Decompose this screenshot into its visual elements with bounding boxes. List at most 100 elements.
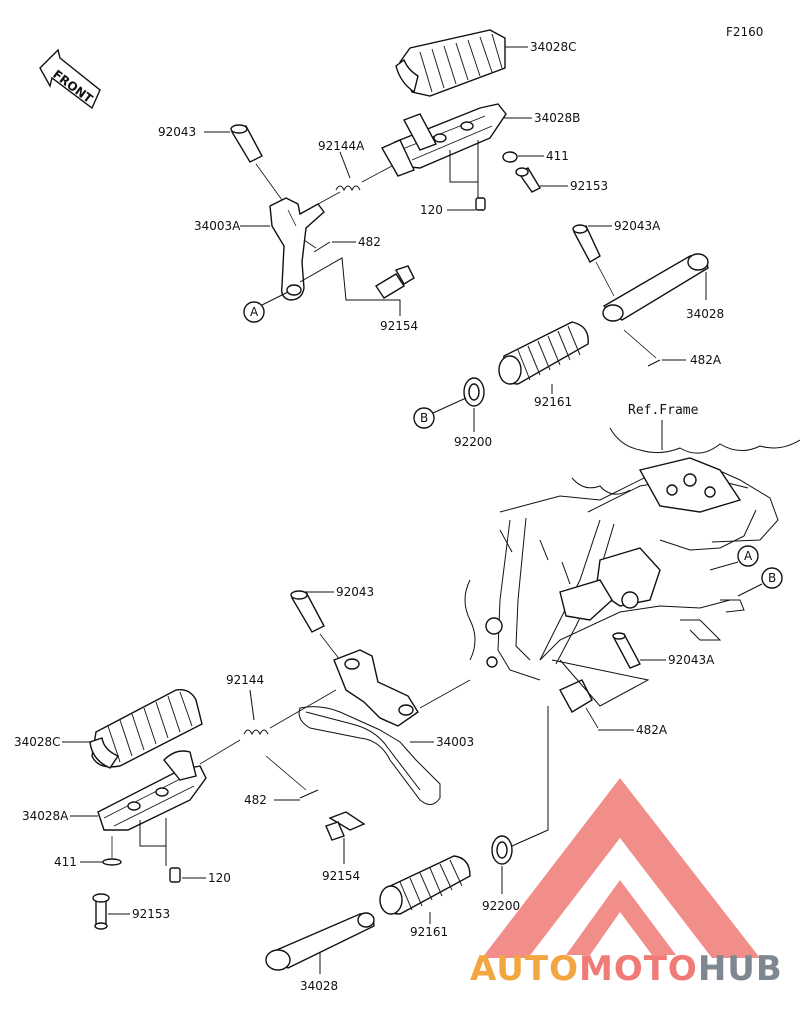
leader-482A-bottom-triangle [551,659,650,707]
washer-92200-bottom [491,835,513,865]
footpeg-bracket-34028A [97,750,207,831]
cotter-pin-482A-top [647,359,661,367]
leader-92144A [339,151,351,179]
label-34028C-bottom: 34028C [14,735,61,749]
axis-92043A-top [595,261,615,297]
leader-A-right [709,561,739,571]
label-92153-bottom: 92153 [132,907,170,921]
cotter-pin-482-top [313,241,331,253]
stay-bracket-34003 [298,649,441,805]
label-120-bottom: 120 [208,871,231,885]
pin-92043A-top [572,224,601,263]
label-34028A: 34028A [22,809,69,823]
axis-482A-bottom [585,707,599,729]
pin-92043-bottom [290,590,325,633]
label-482A-bottom: 482A [636,723,668,737]
svg-text:A: A [250,305,259,319]
bracket-arm-34003A [269,197,325,301]
label-120-top: 120 [420,203,443,217]
bolt-92153-bottom [92,893,110,930]
leader-120-top-bracket [449,140,479,198]
label-411-bottom: 411 [54,855,77,869]
axis-34003 [419,679,471,709]
spring-92144 [243,729,269,736]
svg-text:AUTOMOTOHUB: AUTOMOTOHUB [470,949,783,989]
leader-B-right [737,583,763,597]
spring-92144A [335,185,361,192]
axis-spring-top-2 [361,165,393,183]
label-411-top: 411 [546,149,569,163]
axis-92043-bottom [319,633,341,661]
leader-B-left [432,397,467,414]
bolt-92154-bottom [325,811,366,841]
label-92144: 92144 [226,673,264,687]
pivot-bracket-frame [559,679,593,713]
axis-482-bottom [265,755,307,791]
label-92144A: 92144A [318,139,365,153]
callout-A-left: A [243,301,265,323]
leader-92144 [249,689,255,721]
footpeg-bracket-34028B [381,103,507,177]
peg-shaft-34028-top [602,253,709,322]
leader-A-left [261,291,289,306]
label-92043-bottom: 92043 [336,585,374,599]
rubber-grip-92161-bottom [379,855,471,915]
callout-B-left: B [413,407,435,429]
watermark-text-moto: MOTO [579,949,698,989]
pin-92043A-bottom [612,632,641,669]
axis-482A-top [623,329,657,359]
leader-120-bottom-bracket [139,818,167,866]
label-92161-bottom: 92161 [410,925,448,939]
svg-text:B: B [768,571,776,585]
label-92153-top: 92153 [570,179,608,193]
footpeg-rubber-34028C-top [395,29,506,97]
leader-92154-top-path [299,257,401,316]
motorcycle-frame [464,427,800,681]
label-34028B: 34028B [534,111,580,125]
label-92154-top: 92154 [380,319,418,333]
callout-B-right: B [761,567,783,589]
label-482A-top: 482A [690,353,722,367]
svg-text:A: A [744,549,753,563]
label-ref-frame: Ref.Frame [628,403,699,418]
svg-text:B: B [420,411,428,425]
washer-411-top [502,151,518,163]
label-34028-top: 34028 [686,307,724,321]
bolt-92153-top [515,167,541,193]
screw-120-bottom [169,867,181,883]
axis-spring-bottom [269,689,337,729]
cotter-pin-482-bottom [299,789,319,799]
washer-411-bottom [102,858,122,866]
label-92161-top: 92161 [534,395,572,409]
axis-482-top [303,239,317,249]
label-92043-top: 92043 [158,125,196,139]
label-92043A-top: 92043A [614,219,661,233]
axis-92043-top [255,163,283,201]
watermark-logo: AUTOMOTOHUB [470,778,783,989]
label-92200-bottom: 92200 [482,899,520,913]
label-34003: 34003 [436,735,474,749]
label-92200-top: 92200 [454,435,492,449]
watermark-text-auto: AUTO [470,949,579,989]
label-34028-bottom: 34028 [300,979,338,993]
label-92154-bottom: 92154 [322,869,360,883]
front-arrow-icon: FRONT [39,48,101,110]
watermark-text-hub: HUB [698,949,783,989]
label-92043A-bottom: 92043A [668,653,715,667]
footpeg-rubber-34028C-bottom [89,689,203,769]
label-482-bottom: 482 [244,793,267,807]
leader-92200-bottom-path [511,706,549,847]
rubber-grip-92161-top [498,321,589,385]
axis-spring-bottom-2 [199,739,241,765]
label-34028C-top: 34028C [530,40,577,54]
peg-shaft-34028-bottom [265,912,375,971]
washer-92200-top [463,377,485,407]
screw-120-top [475,197,486,211]
figure-code: F2160 [726,25,763,39]
pin-92043-top [230,124,263,163]
label-482-top: 482 [358,235,381,249]
bolt-92154-top [375,265,415,299]
callout-A-right: A [737,545,759,567]
label-34003A: 34003A [194,219,241,233]
